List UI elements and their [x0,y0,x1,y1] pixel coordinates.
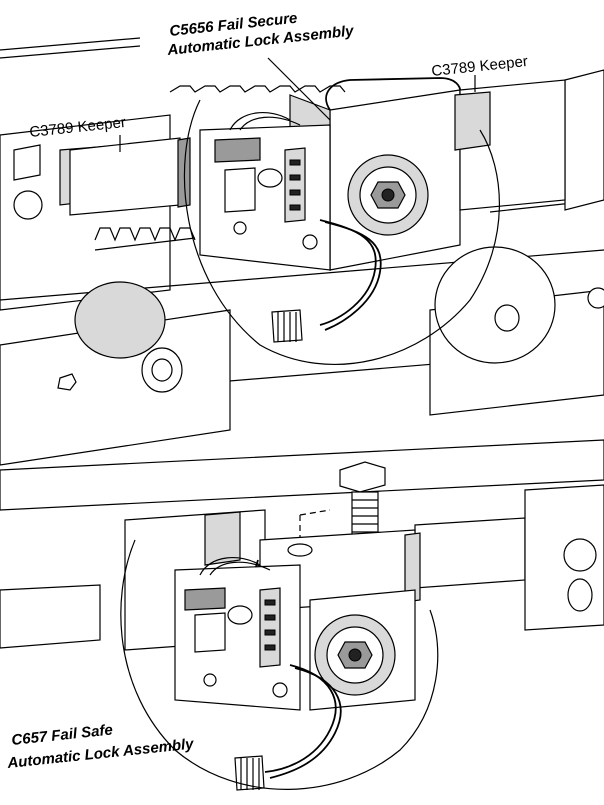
keeper-left-bar [69,137,191,216]
bottom-cable [234,664,342,791]
rack-teeth-left [94,227,196,251]
top-detail-circle [183,99,500,365]
right-roller [434,69,604,364]
bottom-track [0,439,604,649]
bottom-assembly: C657 Fail Safe Automatic Lock Assembly [0,439,604,791]
top-assembly: C5656 Fail Secure Automatic Lock Assembl… [0,10,604,466]
keeper-right-label: C3789 Keeper [431,53,529,80]
top-lock-housing [289,77,566,271]
left-roller [13,144,183,393]
top-cable [271,219,382,343]
bottom-circuit-board [174,557,301,711]
bottom-detail-circle [120,539,439,790]
top-leader-assembly [267,57,331,121]
top-circuit-board [199,112,331,271]
